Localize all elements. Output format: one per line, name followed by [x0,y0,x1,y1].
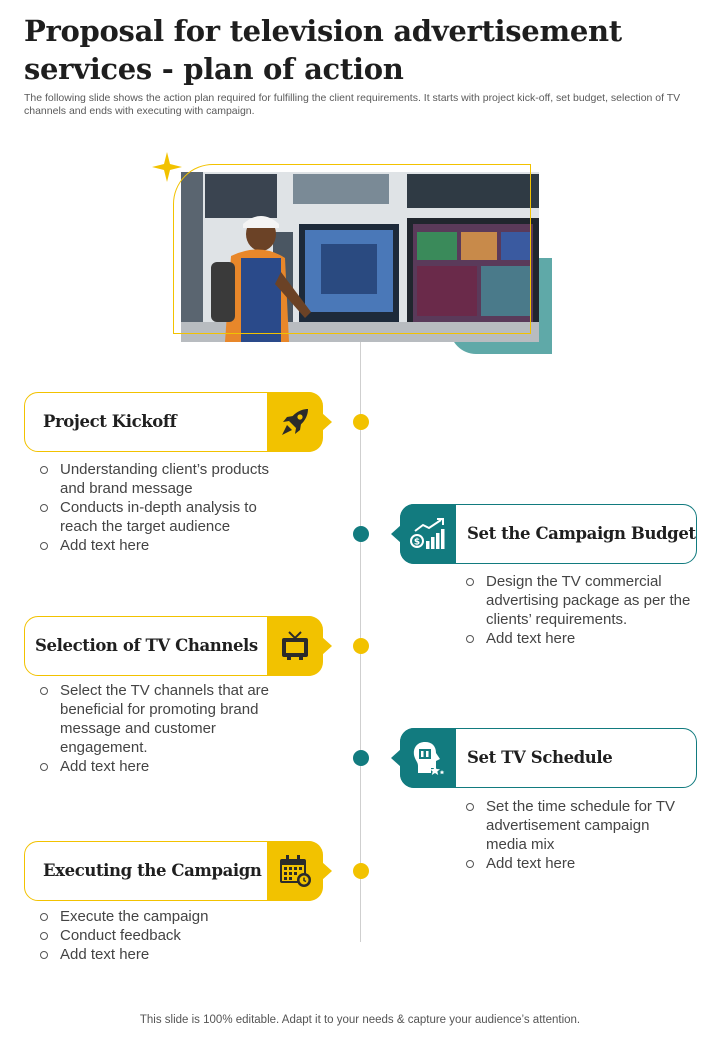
timeline-dot [353,638,369,654]
image-frame [173,164,531,334]
timeline-dot [353,863,369,879]
step-icon-box [266,615,332,676]
step-title: Set the Campaign Budget [467,524,696,543]
list-item: Add text here [40,945,290,964]
timeline-dot [353,750,369,766]
step-title: Set TV Schedule [467,748,613,767]
step-title: Executing the Campaign [43,861,262,880]
step-card-project-kickoff: Project Kickoff [24,391,332,452]
step-icon-box [266,840,332,901]
step-bullets-campaign-budget: Design the TV commercial advertising pac… [466,572,692,648]
step-title: Project Kickoff [43,412,177,431]
footer-note: This slide is 100% editable. Adapt it to… [139,1014,581,1026]
step-card-executing-campaign: Executing the Campaign [24,840,332,901]
tv-store-photo [181,172,539,342]
list-item: Execute the campaign [40,907,290,926]
budget-growth-icon: $ [409,517,444,549]
step-title: Selection of TV Channels [35,636,258,655]
rocket-icon [281,408,308,435]
step-card-campaign-budget: $ Set the Campaign Budget [390,503,697,564]
step-card-tv-schedule: Set TV Schedule [390,727,697,788]
page-subtitle: The following slide shows the action pla… [24,92,681,117]
list-item: Add text here [40,536,290,555]
step-icon-box [390,727,456,788]
step-icon-box [266,391,332,452]
list-item: Add text here [466,629,692,648]
timeline-dot [353,414,369,430]
schedule-head-icon [413,741,444,775]
step-bullets-tv-schedule: Set the time schedule for TV advertiseme… [466,797,692,873]
calendar-icon [279,854,311,887]
list-item: Conducts in-depth analysis to reach the … [40,498,290,536]
list-item: Understanding client’s products and bran… [40,460,290,498]
step-bullets-project-kickoff: Understanding client’s products and bran… [40,460,290,555]
list-item: Select the TV channels that are benefici… [40,681,280,757]
svg-text:$: $ [413,537,419,547]
step-bullets-executing-campaign: Execute the campaign Conduct feedback Ad… [40,907,290,964]
timeline-dot [353,526,369,542]
list-item: Design the TV commercial advertising pac… [466,572,692,629]
list-item: Set the time schedule for TV advertiseme… [466,797,692,854]
step-card-tv-channels: Selection of TV Channels [24,615,332,676]
sparkle-icon [152,152,182,182]
step-icon-box: $ [390,503,456,564]
list-item: Add text here [466,854,692,873]
list-item: Add text here [40,757,280,776]
tv-icon [281,630,308,660]
step-bullets-tv-channels: Select the TV channels that are benefici… [40,681,280,776]
list-item: Conduct feedback [40,926,290,945]
page-title: Proposal for television advertisement se… [24,14,622,86]
